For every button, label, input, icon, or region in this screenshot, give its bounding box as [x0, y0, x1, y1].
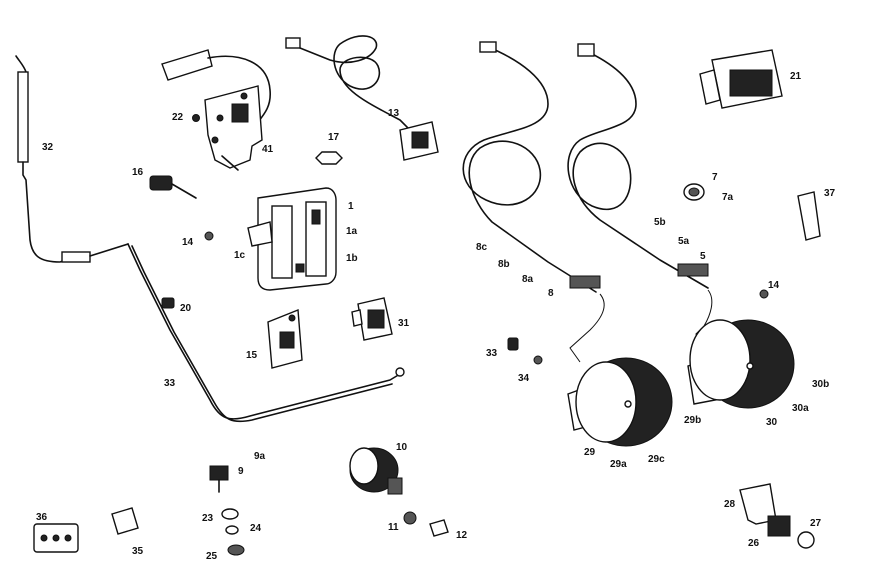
part-10-ignition — [349, 447, 403, 495]
label-29: 29 — [584, 447, 596, 458]
label-36: 36 — [36, 512, 48, 523]
part-1-housing — [247, 187, 337, 291]
label-26: 26 — [748, 538, 760, 549]
part-27-bulb — [797, 531, 815, 549]
part-7-grommet — [683, 183, 705, 201]
part-5-cable — [567, 43, 715, 339]
part-14-nut — [204, 231, 214, 241]
part-24-washer — [225, 525, 239, 535]
label-7: 7 — [712, 172, 718, 183]
label-8: 8 — [548, 288, 554, 299]
part-15-bracket — [267, 308, 303, 369]
label-23: 23 — [202, 513, 214, 524]
label-30a: 30a — [792, 403, 809, 414]
part-31-switch — [351, 297, 393, 341]
part-26-housing — [767, 515, 791, 537]
part-11-nut — [403, 511, 417, 525]
part-35-bush — [111, 507, 139, 535]
label-15: 15 — [246, 350, 258, 361]
label-8c: 8c — [476, 242, 488, 253]
label-14-left: 14 — [182, 237, 194, 248]
label-32: 32 — [42, 142, 54, 153]
part-22-nut — [192, 114, 200, 122]
label-5b: 5b — [654, 217, 666, 228]
label-33-center: 33 — [486, 348, 498, 359]
label-5: 5 — [700, 251, 706, 262]
part-32-cable — [15, 55, 129, 263]
label-13: 13 — [388, 108, 400, 119]
label-41: 41 — [262, 144, 274, 155]
label-9: 9 — [238, 466, 244, 477]
part-20-plug — [161, 297, 175, 309]
label-31: 31 — [398, 318, 410, 329]
part-17-clip — [315, 151, 343, 165]
part-37-bracket — [797, 191, 821, 241]
label-28: 28 — [724, 499, 736, 510]
label-17: 17 — [328, 132, 340, 143]
label-24: 24 — [250, 523, 262, 534]
part-12-bolt — [429, 519, 449, 537]
part-9-switch — [209, 465, 229, 493]
part-41-bracket — [161, 49, 271, 171]
part-8-cable — [462, 41, 605, 363]
label-27: 27 — [810, 518, 822, 529]
label-8b: 8b — [498, 259, 510, 270]
label-1b: 1b — [346, 253, 358, 264]
label-1c: 1c — [234, 250, 246, 261]
label-22: 22 — [172, 112, 184, 123]
label-30b: 30b — [812, 379, 829, 390]
label-1a: 1a — [346, 226, 358, 237]
label-21: 21 — [790, 71, 802, 82]
part-34-nut — [533, 355, 543, 365]
label-33-left: 33 — [164, 378, 176, 389]
part-14-nut-right — [759, 289, 769, 299]
part-33-rod — [127, 243, 405, 423]
part-16-sensor — [149, 175, 197, 199]
label-29b: 29b — [684, 415, 701, 426]
label-5a: 5a — [678, 236, 690, 247]
label-16: 16 — [132, 167, 144, 178]
part-23-washer — [221, 508, 239, 520]
part-25-nut — [227, 544, 245, 556]
label-34: 34 — [518, 373, 530, 384]
part-29-speedometer — [567, 357, 673, 447]
part-21-lamp — [699, 49, 783, 109]
label-25: 25 — [206, 551, 218, 562]
part-33-small — [507, 337, 519, 351]
part-30-tachometer — [687, 319, 795, 409]
label-8a: 8a — [522, 274, 534, 285]
label-29c: 29c — [648, 454, 665, 465]
label-10: 10 — [396, 442, 408, 453]
part-28-bracket — [739, 483, 777, 525]
label-37: 37 — [824, 188, 836, 199]
label-30: 30 — [766, 417, 778, 428]
label-12: 12 — [456, 530, 468, 541]
label-7a: 7a — [722, 192, 734, 203]
label-14-right: 14 — [768, 280, 780, 291]
part-13-cable — [285, 35, 439, 161]
label-20: 20 — [180, 303, 192, 314]
label-9a: 9a — [254, 451, 266, 462]
label-1: 1 — [348, 201, 354, 212]
label-35: 35 — [132, 546, 144, 557]
label-29a: 29a — [610, 459, 627, 470]
label-11: 11 — [388, 522, 399, 533]
